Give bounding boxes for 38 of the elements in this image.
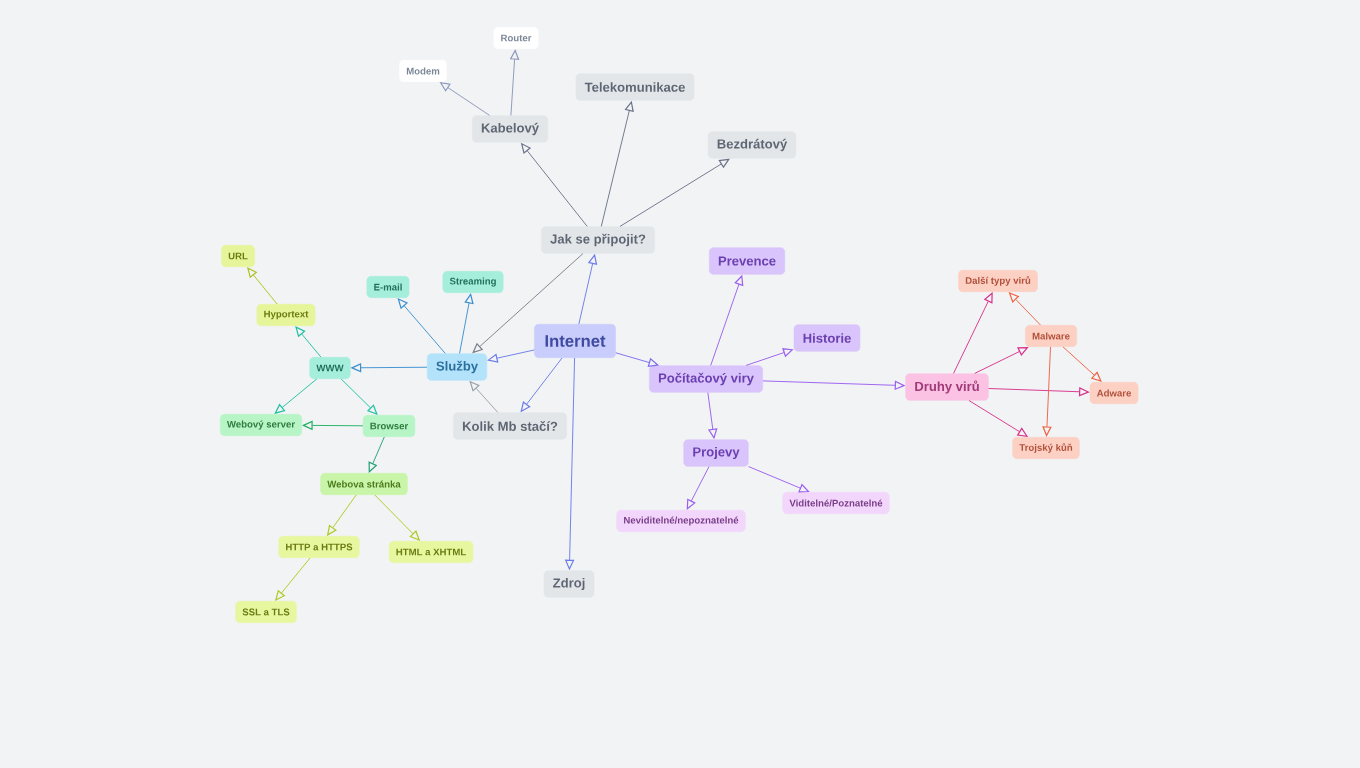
topic-box: Telekomunikace <box>575 73 695 101</box>
topic-box: URL <box>221 245 255 267</box>
topic-box: HTML a XHTML <box>388 541 474 563</box>
topic-box: Viditelné/Poznatelné <box>782 492 890 514</box>
topic-box: Kabelový <box>472 115 548 143</box>
arrow <box>619 158 730 227</box>
topic-box: Adware <box>1089 382 1139 404</box>
topic-box: Bezdrátový <box>707 131 797 159</box>
topic-box: Internet <box>534 324 616 358</box>
topic-box: Trojský kůň <box>1012 437 1080 459</box>
topic-box: Prevence <box>709 247 785 275</box>
arrow <box>487 349 535 363</box>
topic-box: Zdroj <box>543 570 595 598</box>
topic-box: Webova stránka <box>320 473 408 495</box>
topic-box: WWW <box>309 357 351 379</box>
arrow <box>953 292 993 374</box>
arrow <box>459 293 474 354</box>
arrow <box>302 420 364 431</box>
topic-box: Jak se připojit? <box>541 226 655 254</box>
topic-box: Kolik Mb stačí? <box>453 412 567 440</box>
topic-box: Malware <box>1025 325 1077 347</box>
topic-box: E-mail <box>366 276 410 298</box>
topic-box: Projevy <box>683 439 749 467</box>
topic-box: HTTP a HTTPS <box>278 536 360 558</box>
topic-box: SSL a TLS <box>235 601 297 623</box>
topic-box: Služby <box>427 353 487 381</box>
arrow <box>509 49 520 116</box>
topic-box: Historie <box>793 324 861 352</box>
topic-box: Počítačový viry <box>649 365 763 393</box>
topic-box: Neviditelné/nepoznatelné <box>616 510 746 532</box>
topic-box: Router <box>493 27 539 49</box>
topic-box: Browser <box>362 415 416 437</box>
topic-box: Modem <box>399 60 447 82</box>
topic-box: Další typy virů <box>958 270 1038 292</box>
topic-box: Druhy virů <box>905 373 989 401</box>
topic-box: Hyportext <box>256 304 316 326</box>
topic-box: Streaming <box>442 271 504 293</box>
topic-box: Webový server <box>220 414 302 436</box>
